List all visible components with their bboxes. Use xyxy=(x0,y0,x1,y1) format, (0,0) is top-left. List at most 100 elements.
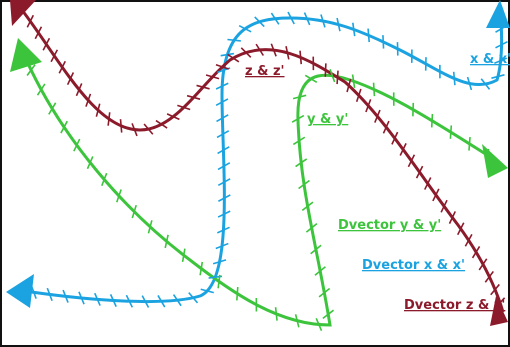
z-curve-label: z & z' xyxy=(245,64,285,79)
y-curve-tick xyxy=(86,156,94,170)
x-curve-tick xyxy=(452,71,456,86)
z-curve-tick xyxy=(285,46,290,60)
x-curve-tick xyxy=(125,294,134,308)
y-curve-tick xyxy=(295,158,308,168)
x-curve-tick xyxy=(200,288,214,294)
x-curve-tick xyxy=(480,78,491,90)
z-end-arrowhead xyxy=(490,296,508,326)
x-curve-tick xyxy=(30,285,37,299)
y-curve-tick xyxy=(329,69,336,83)
z-curve-tick xyxy=(407,154,416,168)
z-curve-tick xyxy=(131,123,138,137)
x-curve-tick xyxy=(109,294,117,307)
z-curve-tick xyxy=(391,131,399,145)
x-curve-tick xyxy=(227,38,241,42)
z-curve-tick xyxy=(26,14,35,28)
x-curve-tick xyxy=(188,292,199,304)
z-curve-tick xyxy=(478,258,488,271)
y-curve-tick xyxy=(314,266,326,276)
z-curve-tick xyxy=(95,103,101,117)
x-curve-tick xyxy=(46,287,53,302)
x-curve-tick xyxy=(141,295,150,308)
dvector-y-label: Dvector y & y' xyxy=(338,218,441,233)
z-curve-tick xyxy=(66,72,75,86)
z-curve-tick xyxy=(177,104,191,111)
y-curve-tick xyxy=(291,114,305,123)
y-curve-tick xyxy=(147,220,153,234)
y-curve-tick xyxy=(164,234,169,249)
x-curve-tick xyxy=(466,76,473,91)
x-curve-tick xyxy=(216,226,230,234)
z-curve-tick xyxy=(186,94,201,100)
z-curve-tick xyxy=(166,113,180,121)
x-start-arrowhead xyxy=(6,274,34,308)
z-curve-tick xyxy=(494,297,506,309)
z-curve-tick xyxy=(440,199,448,213)
z-curve-tick xyxy=(365,99,372,113)
y-curve-tick xyxy=(318,287,331,298)
y-curve-tick xyxy=(101,172,108,187)
x-curve-tick xyxy=(382,35,385,49)
y-curve xyxy=(20,49,496,327)
x-curve-tick xyxy=(217,178,231,187)
y-curve-tick xyxy=(36,83,46,96)
x-curve-tick xyxy=(215,242,229,250)
x-curve-tick xyxy=(336,17,341,32)
z-curve-tick xyxy=(484,270,494,283)
z-curve-tick xyxy=(374,109,381,123)
x-curve-tick xyxy=(320,14,326,28)
y-curve-tick xyxy=(292,94,307,100)
x-curve-tick xyxy=(78,291,85,305)
z-curve-tick xyxy=(143,123,154,135)
x-curve-tick xyxy=(215,82,229,90)
z-curve-tick xyxy=(240,47,252,58)
z-start-arrowhead xyxy=(10,0,36,26)
y-curve-tick xyxy=(115,189,122,203)
x-curve-tick xyxy=(495,41,508,49)
z-curve-tick xyxy=(399,143,407,156)
z-curve-tick xyxy=(42,37,51,51)
y-end-arrowhead xyxy=(482,144,508,178)
x-curve-tick xyxy=(94,292,101,306)
y-curve-label: y & y' xyxy=(307,112,348,127)
z-curve-tick xyxy=(270,43,277,57)
z-curve-tick xyxy=(155,119,168,129)
z-curve-tick xyxy=(336,70,339,85)
y-curve-tick xyxy=(60,120,68,134)
y-curve-tick xyxy=(430,113,434,128)
z-curve-tick xyxy=(58,60,66,74)
x-curve-tick xyxy=(352,22,356,37)
y-curve-tick xyxy=(181,248,186,262)
x-curve-tick xyxy=(216,130,230,139)
x-curve-tick xyxy=(217,210,231,218)
y-curve-tick xyxy=(305,223,318,233)
y-curve-tick xyxy=(131,204,137,219)
z-curve-tick xyxy=(346,78,352,93)
z-curve-tick xyxy=(432,188,440,202)
x-curve-tick xyxy=(238,24,252,33)
y-curve-tick xyxy=(301,201,314,212)
z-curve-tick xyxy=(196,84,210,90)
y-curve-tick xyxy=(292,136,306,146)
x-end-arrowhead xyxy=(486,0,510,28)
z-curve-tick xyxy=(50,49,59,63)
y-curve-tick xyxy=(73,138,81,152)
x-curve-tick xyxy=(494,57,508,65)
x-curve-tick xyxy=(303,12,311,26)
x-curve-tick xyxy=(212,259,227,265)
z-curve-tick xyxy=(205,74,220,80)
z-curve-tick xyxy=(415,165,424,179)
dvector-z-label: Dvector z & z' xyxy=(404,298,505,313)
z-curve-tick xyxy=(107,112,111,126)
z-curve-tick xyxy=(227,53,240,63)
x-curve-tick xyxy=(495,24,508,33)
y-curve-tick xyxy=(468,137,471,151)
z-curve-tick xyxy=(423,177,432,190)
y-start-arrowhead xyxy=(10,38,42,72)
y-curve-tick xyxy=(351,74,356,88)
x-curve-tick xyxy=(216,114,229,123)
z-curve-tick xyxy=(471,246,481,259)
x-curve-tick xyxy=(172,294,182,307)
